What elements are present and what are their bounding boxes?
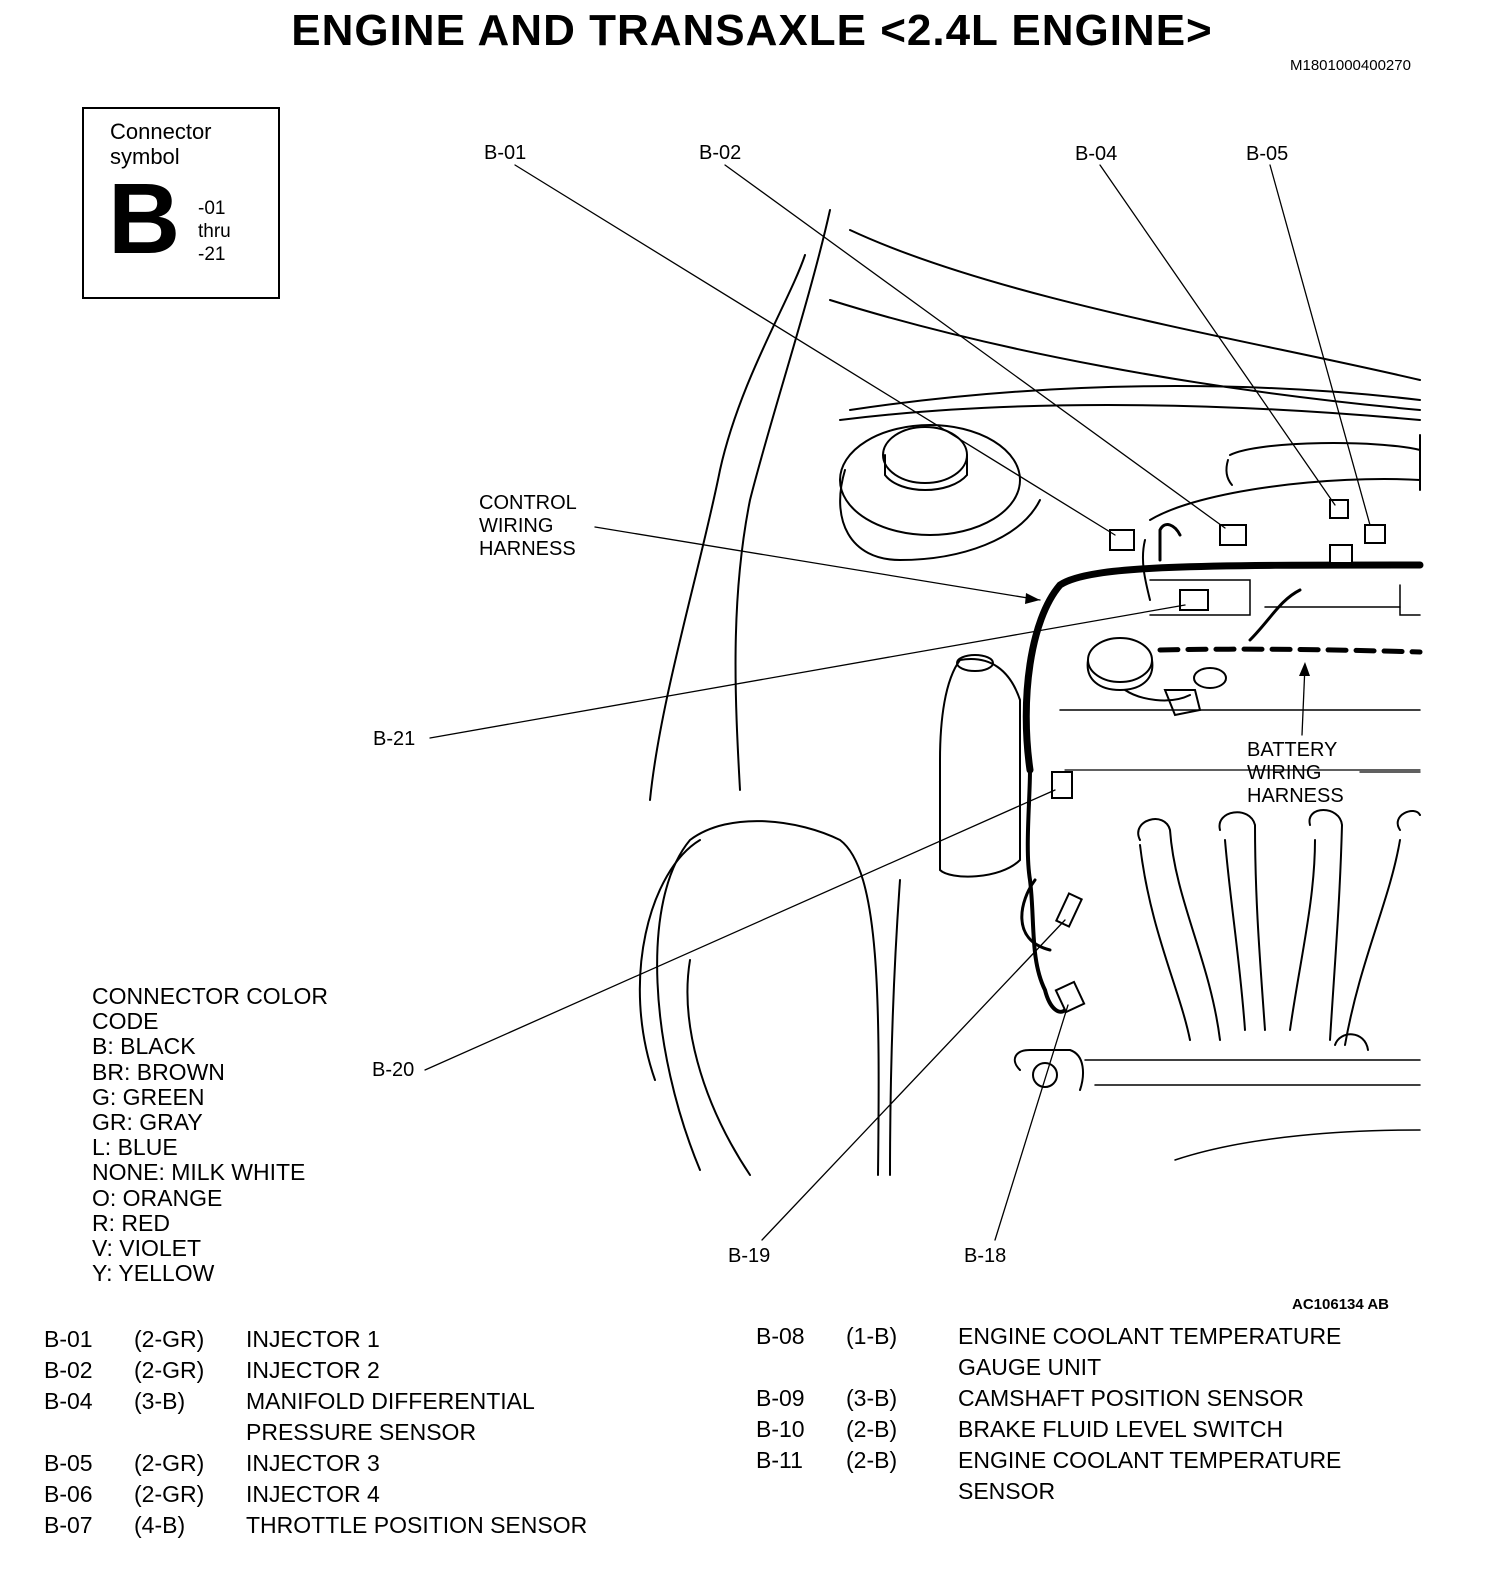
connector-row: B-10 (2-B) BRAKE FLUID LEVEL SWITCH <box>756 1414 1341 1445</box>
connector-name: INJECTOR 2 <box>246 1357 380 1383</box>
callout-b19: B-19 <box>728 1245 771 1267</box>
color-code-entry: V: VIOLET <box>92 1235 202 1262</box>
connector-row: B-09 (3-B) CAMSHAFT POSITION SENSOR <box>756 1383 1341 1414</box>
connector-code: B-08 <box>756 1323 805 1349</box>
page-title: ENGINE AND TRANSAXLE <2.4L ENGINE> <box>291 6 1213 55</box>
connector-code: B-06 <box>44 1481 93 1507</box>
connector-symbol-letter: B <box>108 163 181 275</box>
connector-type: (2-GR) <box>134 1357 205 1383</box>
connector-code: B-11 <box>756 1447 803 1473</box>
connector-name: ENGINE COOLANT TEMPERATURE SENSOR <box>958 1447 1342 1504</box>
color-code-entry: R: RED <box>92 1209 170 1236</box>
callout-b18: B-18 <box>964 1245 1007 1267</box>
connector-name: INJECTOR 1 <box>246 1326 380 1352</box>
callout-b04: B-04 <box>1075 143 1118 165</box>
connector-code: B-05 <box>44 1450 93 1476</box>
connector-row: B-01 (2-GR) INJECTOR 1 <box>44 1324 587 1355</box>
connector-name: MANIFOLD DIFFERENTIAL PRESSURE SENSOR <box>246 1388 535 1445</box>
connector-type: (1-B) <box>846 1323 898 1349</box>
connector-type: (2-B) <box>846 1416 898 1442</box>
connector-symbol-range: -01 thru -21 <box>198 198 231 265</box>
connector-code: B-10 <box>756 1416 805 1442</box>
connector-type: (4-B) <box>134 1512 186 1538</box>
connector-row: B-05 (2-GR) INJECTOR 3 <box>44 1448 587 1479</box>
connector-name: ENGINE COOLANT TEMPERATURE GAUGE UNIT <box>958 1323 1342 1380</box>
color-code-entry: Y: YELLOW <box>92 1260 215 1287</box>
connector-list-right: B-08 (1-B) ENGINE COOLANT TEMPERATURE GA… <box>756 1321 1341 1507</box>
color-code-legend: CONNECTOR COLOR CODE B: BLACK BR: BROWN … <box>92 983 328 1287</box>
color-code-entry: GR: GRAY <box>92 1109 203 1136</box>
connector-type: (2-B) <box>846 1447 898 1473</box>
connector-name: BRAKE FLUID LEVEL SWITCH <box>958 1416 1284 1442</box>
connector-row: B-02 (2-GR) INJECTOR 2 <box>44 1355 587 1386</box>
figure-id: AC106134 AB <box>1292 1296 1389 1313</box>
control-harness-label: CONTROL WIRING HARNESS <box>479 492 577 560</box>
connector-list-left: B-01 (2-GR) INJECTOR 1 B-02 (2-GR) INJEC… <box>44 1324 587 1541</box>
connector-code: B-02 <box>44 1357 93 1383</box>
connector-row: B-06 (2-GR) INJECTOR 4 <box>44 1479 587 1510</box>
connector-code: B-07 <box>44 1512 93 1538</box>
battery-harness-label: BATTERY WIRING HARNESS <box>1247 739 1344 807</box>
connector-code: B-04 <box>44 1388 93 1414</box>
connector-type: (2-GR) <box>134 1326 205 1352</box>
document-id: M1801000400270 <box>1290 57 1411 74</box>
connector-name: INJECTOR 3 <box>246 1450 380 1476</box>
connector-type: (3-B) <box>846 1385 898 1411</box>
color-code-entry: BR: BROWN <box>92 1058 225 1085</box>
callout-b05: B-05 <box>1246 143 1289 165</box>
connector-symbol-box: Connector symbol B -01 thru -21 <box>82 107 280 299</box>
connector-type: (2-GR) <box>134 1481 205 1507</box>
color-code-entry: B: BLACK <box>92 1033 196 1060</box>
color-code-entry: O: ORANGE <box>92 1184 223 1211</box>
color-code-entry: L: BLUE <box>92 1134 178 1161</box>
color-code-heading: CONNECTOR COLOR <box>92 983 328 1009</box>
callout-b20: B-20 <box>372 1059 415 1081</box>
connector-type: (3-B) <box>134 1388 186 1414</box>
connector-code: B-09 <box>756 1385 805 1411</box>
connector-type: (2-GR) <box>134 1450 205 1476</box>
connector-name: THROTTLE POSITION SENSOR <box>246 1512 588 1538</box>
connector-symbol-label: Connector symbol <box>110 119 212 169</box>
callout-b02: B-02 <box>699 142 742 164</box>
connector-row: B-08 (1-B) ENGINE COOLANT TEMPERATURE GA… <box>756 1321 1341 1383</box>
color-code-entry: NONE: MILK WHITE <box>92 1159 306 1186</box>
callout-b01: B-01 <box>484 142 527 164</box>
connector-row: B-07 (4-B) THROTTLE POSITION SENSOR <box>44 1510 587 1541</box>
callout-b21: B-21 <box>373 728 416 750</box>
color-code-heading: CODE <box>92 1008 159 1035</box>
connector-row: B-11 (2-B) ENGINE COOLANT TEMPERATURE SE… <box>756 1445 1341 1507</box>
connector-name: CAMSHAFT POSITION SENSOR <box>958 1385 1304 1411</box>
color-code-entry: G: GREEN <box>92 1083 205 1110</box>
connector-code: B-01 <box>44 1326 93 1352</box>
connector-name: INJECTOR 4 <box>246 1481 380 1507</box>
connector-row: B-04 (3-B) MANIFOLD DIFFERENTIAL PRESSUR… <box>44 1386 587 1448</box>
